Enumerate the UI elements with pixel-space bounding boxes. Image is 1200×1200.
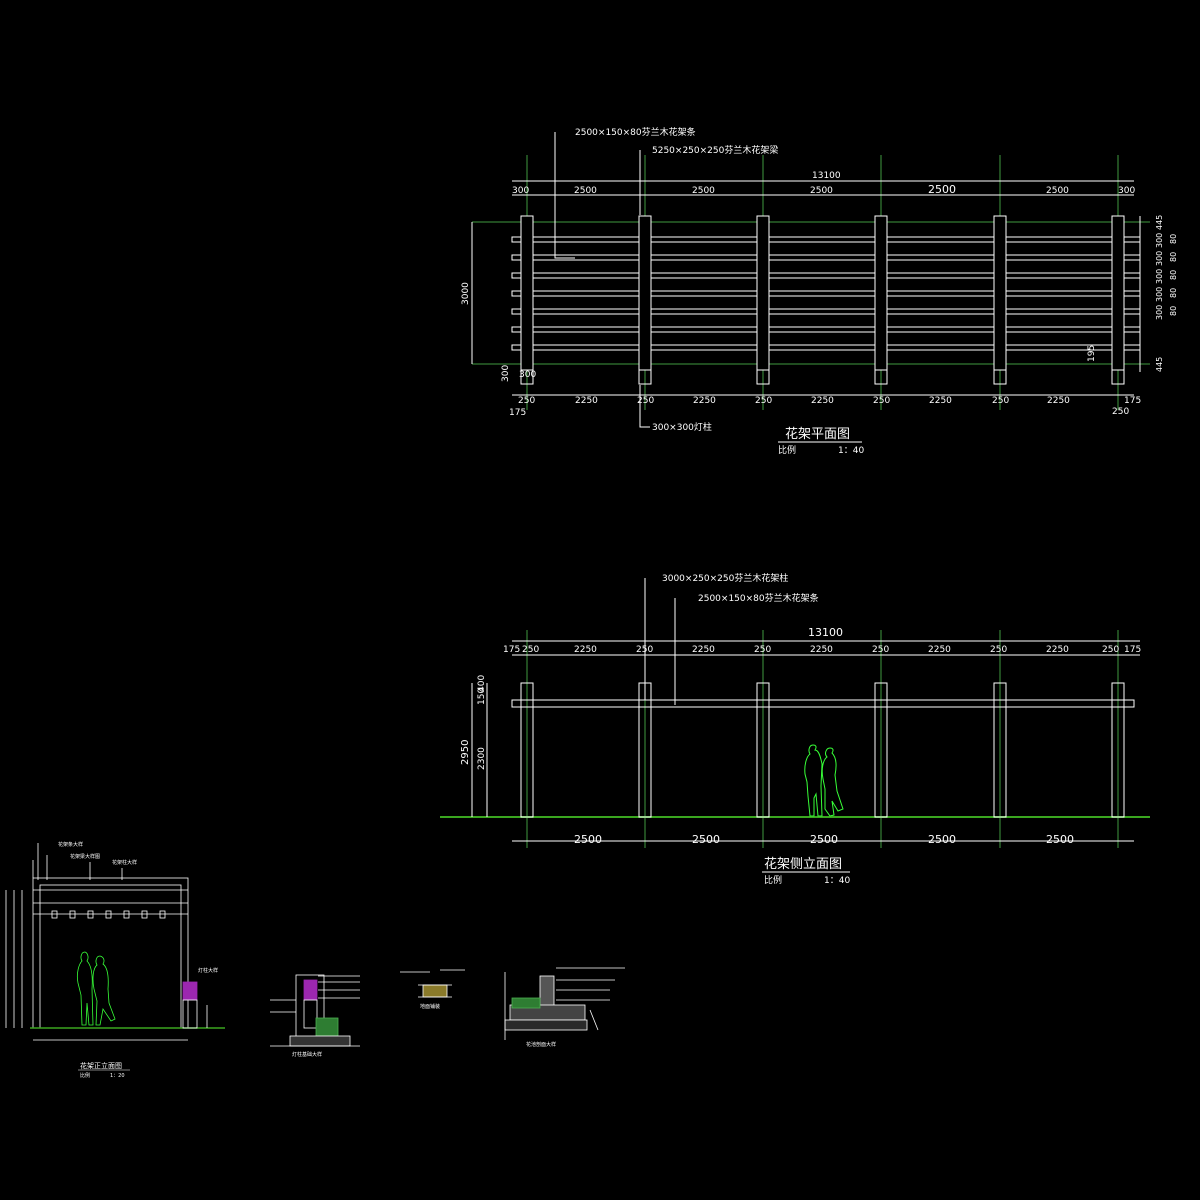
plan-title: 花架平面图 xyxy=(785,426,850,442)
side-guide-lines xyxy=(526,630,1119,848)
side-elevation xyxy=(440,578,1150,848)
plan-bottom-dim: 250 xyxy=(873,396,890,406)
plan-bottom-dim: 2250 xyxy=(575,396,598,406)
detail-planter xyxy=(504,967,625,1040)
side-top-dim: 2250 xyxy=(928,645,951,655)
plan-bottom-end-left: 175 xyxy=(509,408,526,418)
front-people-silhouette xyxy=(76,951,116,1026)
side-left-total: 2950 xyxy=(460,740,471,765)
side-left-dim: 400 xyxy=(477,675,487,692)
side-top-dim: 2250 xyxy=(1046,645,1069,655)
side-top-dim: 250 xyxy=(522,645,539,655)
plan-right-dim: 445 xyxy=(1155,357,1164,372)
side-left-dim: 2300 xyxy=(477,747,487,770)
side-top-dim: 250 xyxy=(636,645,653,655)
front-note: 花架梁大样图 xyxy=(70,853,100,860)
detail-paving xyxy=(400,969,465,998)
plan-right-dim: 80 xyxy=(1169,306,1178,316)
plan-beams xyxy=(520,215,1125,371)
plan-bottom-dim: 2250 xyxy=(693,396,716,406)
plan-top-dim: 2500 xyxy=(810,186,833,196)
side-top-dim: 2250 xyxy=(810,645,833,655)
plan-labels: 2500×150×80芬兰木花架条 5250×250×250芬兰木花架梁 131… xyxy=(461,126,1178,456)
side-labels: 3000×250×250芬兰木花架柱 2500×150×80芬兰木花架条 131… xyxy=(460,572,1141,886)
plan-right-dim: 80 xyxy=(1169,252,1178,262)
side-bottom-dim: 2500 xyxy=(574,833,602,846)
plan-inner-dim: 195 xyxy=(1087,345,1097,362)
lamp-post-accent xyxy=(182,981,198,1001)
plan-overall-dim: 13100 xyxy=(812,171,841,181)
plan-right-dim: 300 xyxy=(1155,233,1164,248)
plan-top-dim: 2500 xyxy=(928,183,956,196)
front-note: 灯柱大样 xyxy=(198,967,218,974)
side-top-dim: 175 xyxy=(503,645,520,655)
side-top-dim: 250 xyxy=(990,645,1007,655)
people-silhouette xyxy=(804,744,844,817)
detail2-title: 地面铺装 xyxy=(420,1003,440,1010)
side-top-dim: 175 xyxy=(1124,645,1141,655)
side-bottom-dim: 2500 xyxy=(692,833,720,846)
front-scale-value: 1：20 xyxy=(110,1073,125,1079)
plan-right-dim: 80 xyxy=(1169,288,1178,298)
plan-bottom-dim: 2250 xyxy=(811,396,834,406)
plan-top-dim: 2500 xyxy=(692,186,715,196)
side-label-purlin: 2500×150×80芬兰木花架条 xyxy=(698,592,819,604)
side-top-dim: 2250 xyxy=(692,645,715,655)
plan-right-dim: 300 xyxy=(1155,251,1164,266)
front-title: 花架正立面图 xyxy=(80,1061,122,1070)
plan-corner-dim: 300 xyxy=(519,370,536,380)
plan-right-dim: 300 xyxy=(1155,287,1164,302)
plan-left-dim: 3000 xyxy=(461,282,471,305)
plan-left-small-dim: 300 xyxy=(501,365,511,382)
plan-view xyxy=(471,132,1150,428)
side-top-dim: 250 xyxy=(1102,645,1119,655)
plan-scale-label: 比例 xyxy=(778,444,796,456)
plan-right-dim: 80 xyxy=(1169,234,1178,244)
plan-scale-value: 1：40 xyxy=(838,446,864,456)
plan-bottom-dim: 250 xyxy=(992,396,1009,406)
plan-right-dim: 300 xyxy=(1155,269,1164,284)
side-label-post: 3000×250×250芬兰木花架柱 xyxy=(662,572,788,584)
side-left-dim: 150 xyxy=(477,688,487,705)
plan-label-beam: 5250×250×250芬兰木花架梁 xyxy=(652,144,778,156)
front-note: 花架条大样 xyxy=(58,841,83,848)
side-scale-value: 1：40 xyxy=(824,876,850,886)
side-overall-dim: 13100 xyxy=(808,626,843,639)
side-scale-label: 比例 xyxy=(764,874,782,886)
side-top-dim: 2250 xyxy=(574,645,597,655)
plan-bottom-dim: 250 xyxy=(518,396,535,406)
plan-top-dim: 300 xyxy=(1118,186,1135,196)
front-note: 花架柱大样 xyxy=(112,859,137,866)
side-top-dim: 250 xyxy=(754,645,771,655)
side-title: 花架侧立面图 xyxy=(764,856,842,872)
plan-right-dim: 80 xyxy=(1169,270,1178,280)
plan-right-dim: 300 xyxy=(1155,305,1164,320)
side-top-dim: 250 xyxy=(872,645,889,655)
side-bottom-dim: 2500 xyxy=(928,833,956,846)
detail-lamp-footing xyxy=(270,974,360,1047)
plan-right-dim: 445 xyxy=(1155,215,1164,230)
plan-label-purlin: 2500×150×80芬兰木花架条 xyxy=(575,126,696,138)
plan-top-dim: 2500 xyxy=(574,186,597,196)
front-purlin-ends xyxy=(51,910,166,919)
side-bottom-dim: 2500 xyxy=(1046,833,1074,846)
side-bottom-dim: 2500 xyxy=(810,833,838,846)
side-beam xyxy=(511,699,1135,708)
plan-bottom-dim: 250 xyxy=(1112,407,1129,417)
plan-bottom-dim: 250 xyxy=(637,396,654,406)
plan-lamp-posts xyxy=(520,369,1125,385)
plan-label-lamp: 300×300灯柱 xyxy=(652,421,712,433)
plan-bottom-dim: 250 xyxy=(755,396,772,406)
plan-bottom-dim: 2250 xyxy=(929,396,952,406)
plan-bottom-dim: 2250 xyxy=(1047,396,1070,406)
front-elevation xyxy=(5,843,225,1041)
plan-bottom-end-right: 175 xyxy=(1124,396,1141,406)
front-labels: 花架条大样 花架梁大样图 花架柱大样 灯柱大样 花架正立面图 比例 1：20 xyxy=(58,841,218,1079)
detail3-title: 花池剖面大样 xyxy=(526,1041,556,1048)
detail1-title: 灯柱基础大样 xyxy=(292,1051,322,1058)
plan-top-dim: 300 xyxy=(512,186,529,196)
plan-top-dim: 2500 xyxy=(1046,186,1069,196)
front-scale-label: 比例 xyxy=(80,1072,90,1079)
